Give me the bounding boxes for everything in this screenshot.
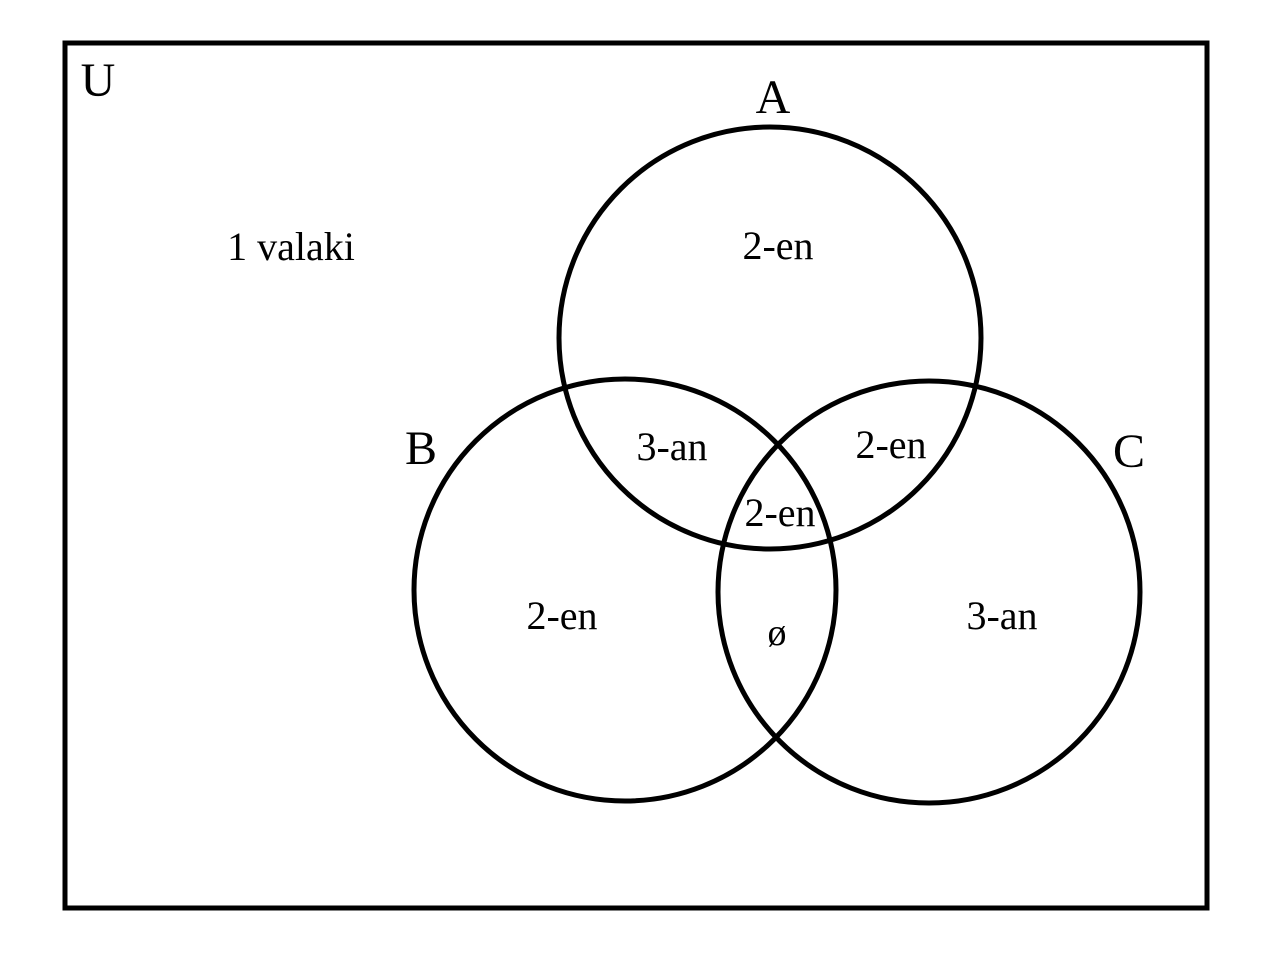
region-a-and-b-label: 3-an (636, 424, 708, 469)
set-c-circle (715, 378, 1143, 806)
region-a-b-c-label: 2-en (744, 490, 816, 535)
region-c-only-label: 3-an (966, 593, 1038, 638)
region-b-only-label: 2-en (526, 593, 598, 638)
set-b-circle (411, 376, 839, 804)
set-c-label: C (1112, 425, 1146, 478)
region-a-only-label: 2-en (742, 223, 814, 268)
set-a-label: A (755, 71, 791, 124)
universe-border-rect (62, 40, 1210, 911)
universe-label: U (80, 54, 116, 107)
set-a-circle (556, 124, 984, 552)
set-b-label: B (404, 422, 438, 475)
region-outside-label: 1 valaki (227, 224, 355, 269)
region-b-and-c-empty-set-label: ø (767, 612, 787, 654)
region-a-and-c-label: 2-en (855, 422, 927, 467)
